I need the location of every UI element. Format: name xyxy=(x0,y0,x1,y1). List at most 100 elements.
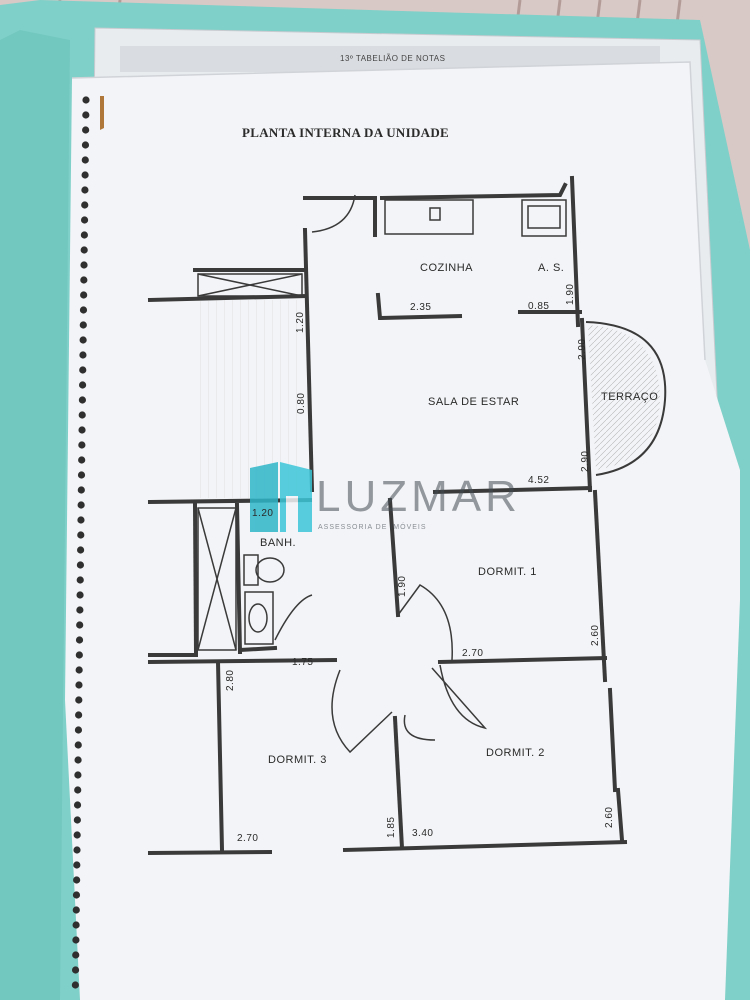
binder-hole xyxy=(78,426,86,434)
binder-hole xyxy=(73,831,81,839)
window-box xyxy=(197,273,303,297)
binder-hole xyxy=(80,291,88,299)
luzmar-watermark: LUZMAR ASSESSORIA DE IMÓVEIS xyxy=(248,462,518,542)
binder-hole xyxy=(73,876,81,884)
watermark-tagline: ASSESSORIA DE IMÓVEIS xyxy=(318,524,427,531)
binder-hole xyxy=(77,486,85,494)
binder-hole xyxy=(75,636,84,644)
dim-3-40: 3.40 xyxy=(412,828,434,839)
binder-hole xyxy=(81,171,89,179)
dim-0-85: 0.85 xyxy=(528,301,550,312)
binder-hole xyxy=(73,816,81,824)
binder-hole xyxy=(78,396,86,404)
luzmar-logo xyxy=(250,462,312,532)
binder-hole xyxy=(82,96,90,104)
binder-hole xyxy=(76,591,84,599)
binder-hole xyxy=(78,411,86,419)
binder-hole xyxy=(78,441,86,449)
room-laundry: A. S. xyxy=(538,262,565,274)
binder-hole xyxy=(79,336,87,344)
plan-title: PLANTA INTERNA DA UNIDADE xyxy=(242,125,449,140)
binder-hole xyxy=(78,381,87,389)
shower xyxy=(197,507,237,651)
binder-hole xyxy=(77,531,85,539)
dim-1-90-bed: 1.90 xyxy=(397,575,408,597)
binder-hole xyxy=(74,786,82,794)
notary-header: 13º TABELIÃO DE NOTAS xyxy=(340,54,446,63)
binder-hole xyxy=(73,801,82,809)
binder-hole xyxy=(71,966,80,974)
binder-hole xyxy=(80,231,88,239)
room-bed3: DORMIT. 3 xyxy=(268,754,327,766)
binder-hole xyxy=(76,606,84,614)
dim-1-90-kitchen: 1.90 xyxy=(565,283,576,305)
binder-hole xyxy=(81,186,89,194)
binder-hole xyxy=(76,561,85,569)
dim-2-70-bed3: 2.70 xyxy=(237,833,259,844)
binder-holes xyxy=(71,96,90,989)
binder-hole xyxy=(72,891,81,899)
room-terrace: TERRAÇO xyxy=(601,391,659,403)
bath-fixtures xyxy=(243,554,285,645)
binder-hole xyxy=(76,576,84,584)
binder-hole xyxy=(74,741,82,749)
binder-hole xyxy=(77,501,85,509)
dim-2-60-b: 2.60 xyxy=(604,806,615,828)
binder-hole xyxy=(82,111,90,119)
sheet-edge xyxy=(71,61,706,361)
staple xyxy=(100,96,104,130)
binder-hole xyxy=(80,216,89,224)
binder-hole xyxy=(74,771,82,779)
binder-hole xyxy=(80,246,88,254)
binder-hole xyxy=(73,861,81,869)
floor-plan-walls xyxy=(147,175,628,856)
binder-hole xyxy=(75,666,83,674)
binder-hole xyxy=(77,516,85,524)
kitchen-fixtures xyxy=(384,199,567,237)
binder-hole xyxy=(74,726,83,734)
dim-2-90-b: 2.90 xyxy=(580,450,591,472)
dim-2-90-a: 2.90 xyxy=(577,338,588,360)
binder-hole xyxy=(80,261,88,269)
room-bed2: DORMIT. 2 xyxy=(486,747,545,759)
binder-hole xyxy=(75,711,83,719)
dim-0-80: 0.80 xyxy=(296,392,307,414)
binder-hole xyxy=(72,951,80,959)
binder-hole xyxy=(72,906,80,914)
binder-hole xyxy=(71,981,79,989)
binder-hole xyxy=(75,681,83,689)
binder-hole xyxy=(79,321,87,329)
door-swings xyxy=(274,194,488,754)
binder-hole xyxy=(82,126,90,134)
dim-2-80: 2.80 xyxy=(225,669,236,691)
binder-hole xyxy=(72,921,80,929)
watermark-brand: LUZMAR xyxy=(316,472,521,521)
binder-hole xyxy=(74,756,82,764)
dim-1-85: 1.85 xyxy=(386,816,397,838)
room-bath: BANH. xyxy=(260,537,297,549)
binder-hole xyxy=(80,276,88,284)
binder-hole xyxy=(81,141,90,149)
binder-hole xyxy=(79,351,87,359)
dim-1-75: 1.75 xyxy=(292,657,314,668)
binder-hole xyxy=(77,471,86,479)
dim-2-70-bed1: 2.70 xyxy=(462,648,484,659)
binder-hole xyxy=(79,306,88,314)
room-living: SALA DE ESTAR xyxy=(428,396,520,408)
binder-hole xyxy=(78,456,86,464)
binder-hole xyxy=(77,546,85,554)
binder-hole xyxy=(72,936,80,944)
terrace xyxy=(585,321,667,476)
binder-hole xyxy=(75,696,83,704)
room-kitchen: COZINHA xyxy=(420,262,473,274)
dim-1-20-bath: 1.20 xyxy=(252,508,274,519)
folder-shadow xyxy=(0,30,70,1000)
binder-hole xyxy=(81,201,89,209)
dim-1-20-left: 1.20 xyxy=(295,311,306,333)
binder-hole xyxy=(81,156,89,164)
binder-hole xyxy=(73,846,81,854)
dim-2-35: 2.35 xyxy=(410,302,432,313)
room-bed1: DORMIT. 1 xyxy=(478,566,537,578)
